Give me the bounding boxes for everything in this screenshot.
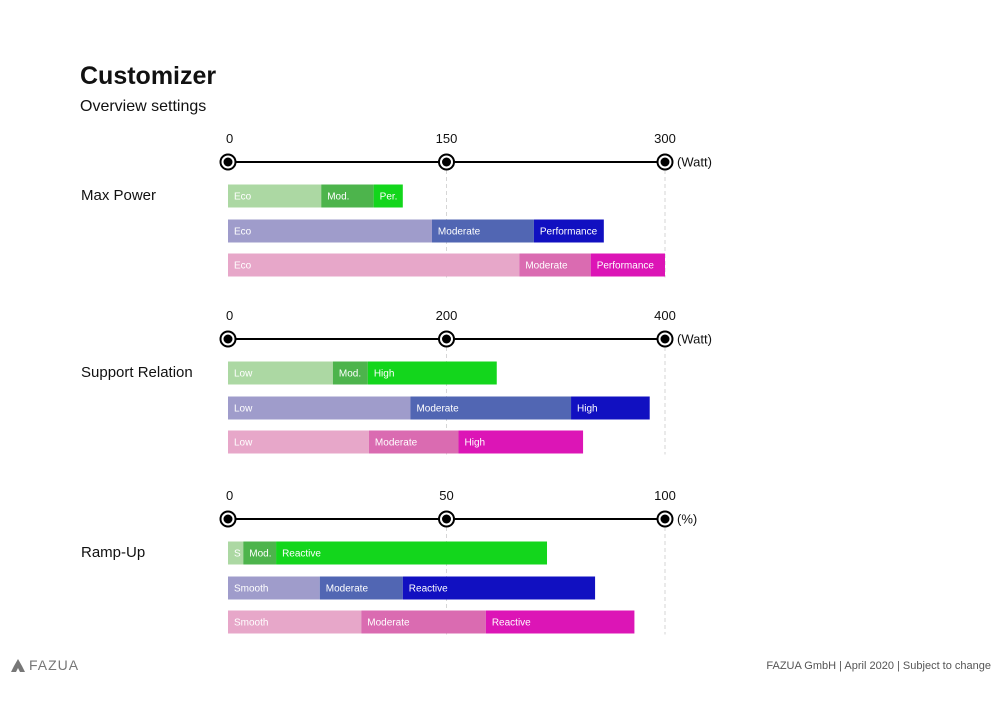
segment-label: High [374, 369, 395, 380]
segment-label: Moderate [367, 618, 410, 629]
bar-segment [485, 610, 635, 634]
bar-segment [228, 541, 244, 565]
segment-label: Mod. [339, 369, 361, 380]
bar-segment [228, 184, 322, 208]
tick-marker-inner [442, 334, 451, 344]
segment-label: Reactive [492, 618, 531, 629]
segment-label: Eco [234, 227, 252, 238]
tick-marker-inner [660, 334, 670, 344]
segment-label: Eco [234, 261, 252, 272]
tick-label: 0 [226, 488, 233, 503]
tick-label: 400 [654, 308, 676, 323]
unit-label: (Watt) [677, 332, 712, 347]
segment-label: S [234, 549, 241, 560]
segment-label: Performance [540, 227, 598, 238]
segment-label: Moderate [525, 261, 568, 272]
tick-label: 100 [654, 488, 676, 503]
tick-label: 150 [436, 131, 458, 146]
bar-segment [458, 430, 584, 454]
bar-segment [368, 430, 459, 454]
segment-label: High [577, 404, 598, 415]
segment-label: Reactive [282, 549, 321, 560]
section-label-max-power: Max Power [81, 187, 157, 204]
segment-label: Low [234, 369, 253, 380]
tick-marker-inner [223, 157, 233, 167]
section-label-ramp-up: Ramp-Up [81, 544, 146, 561]
tick-marker-inner [660, 157, 670, 167]
tick-label: 50 [439, 488, 453, 503]
tick-label: 0 [226, 131, 233, 146]
bar-segment [590, 253, 665, 277]
bar-segment [243, 541, 277, 565]
bar-segment [228, 430, 369, 454]
segment-label: Mod. [327, 192, 349, 203]
fazua-logo: FAZUA [11, 657, 79, 673]
bar-segment [321, 184, 374, 208]
footer-note: FAZUA GmbH | April 2020 | Subject to cha… [766, 660, 991, 672]
bar-segment [361, 610, 486, 634]
segment-label: Moderate [375, 438, 418, 449]
tick-marker-inner [223, 514, 233, 524]
page-subtitle: Overview settings [80, 98, 207, 115]
tick-label: 300 [654, 131, 676, 146]
tick-label: 200 [436, 308, 458, 323]
bar-segment [228, 361, 333, 385]
segment-label: Low [234, 404, 253, 415]
page-title: Customizer [80, 62, 217, 90]
bar-segment [373, 184, 403, 208]
unit-label: (Watt) [677, 155, 712, 170]
segment-label: Smooth [234, 618, 268, 629]
tick-marker-inner [223, 334, 233, 344]
bar-segment [228, 253, 520, 277]
segment-label: Smooth [234, 584, 268, 595]
bar-segment [571, 396, 650, 420]
bar-segment [276, 541, 548, 565]
tick-label: 0 [226, 308, 233, 323]
segment-label: Per. [380, 192, 398, 203]
segment-label: Performance [597, 261, 655, 272]
tick-marker-inner [442, 514, 451, 524]
tick-marker-inner [442, 157, 451, 167]
bar-segment [410, 396, 572, 420]
section-label-support-relation: Support Relation [81, 364, 193, 381]
bar-segment [367, 361, 497, 385]
unit-label: (%) [677, 512, 697, 527]
bar-segment [519, 253, 591, 277]
segment-label: High [465, 438, 486, 449]
bar-segment [402, 576, 596, 600]
bar-segment [228, 219, 432, 243]
segment-label: Reactive [409, 584, 448, 595]
segment-label: Eco [234, 192, 252, 203]
bar-segment [533, 219, 604, 243]
bar-segment [431, 219, 534, 243]
fazua-logo-text: FAZUA [29, 657, 80, 673]
bar-segment [228, 610, 362, 634]
segment-label: Moderate [416, 404, 459, 415]
fazua-logo-icon [11, 658, 25, 672]
bar-segment [332, 361, 368, 385]
segment-label: Moderate [326, 584, 369, 595]
bar-segment [319, 576, 403, 600]
segment-label: Low [234, 438, 253, 449]
bar-segment [228, 576, 320, 600]
segment-label: Mod. [249, 549, 271, 560]
tick-marker-inner [660, 514, 670, 524]
bar-segment [228, 396, 411, 420]
segment-label: Moderate [438, 227, 481, 238]
